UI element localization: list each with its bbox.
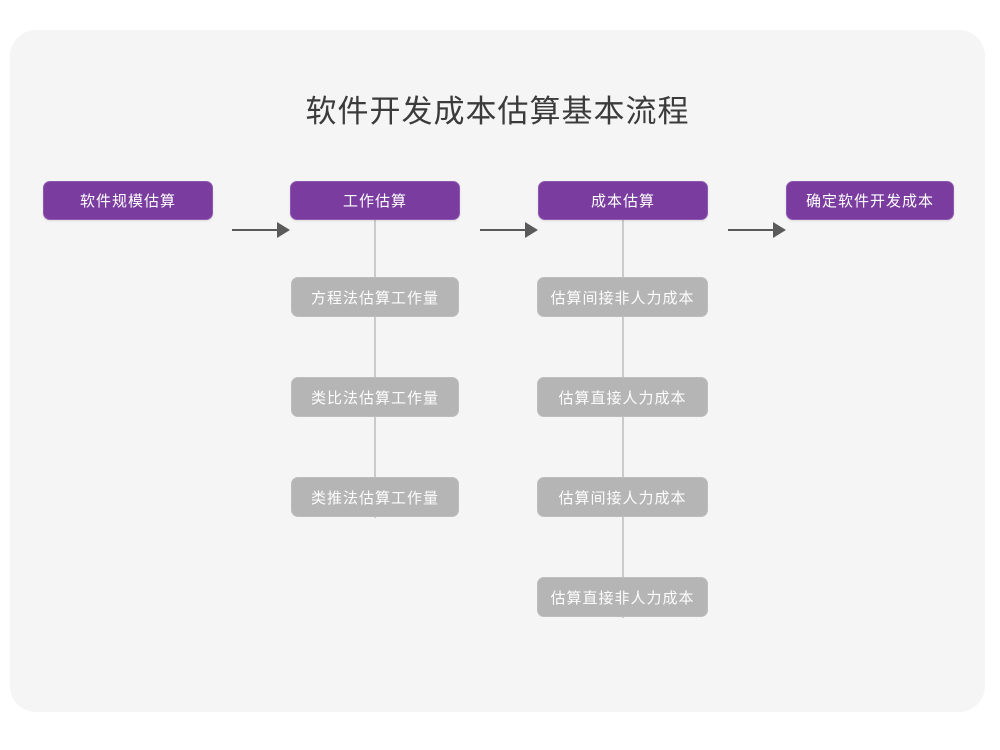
arrow-right-icon-1 — [232, 218, 290, 242]
sub-node-direct-labor-cost[interactable]: 估算直接人力成本 — [537, 377, 708, 417]
stage-label: 成本估算 — [590, 193, 655, 210]
sub-node-direct-nonlabor-cost[interactable]: 估算直接非人力成本 — [537, 577, 708, 617]
connector-stage-2 — [374, 219, 376, 518]
sub-label: 估算间接人力成本 — [558, 489, 687, 507]
stage-label: 工作估算 — [342, 193, 407, 210]
arrow-head — [773, 222, 786, 238]
sub-label: 估算直接非人力成本 — [550, 589, 695, 607]
sub-node-indirect-nonlabor-cost[interactable]: 估算间接非人力成本 — [537, 277, 708, 317]
stage-label: 确定软件开发成本 — [805, 193, 934, 210]
sub-label: 类推法估算工作量 — [310, 489, 439, 507]
stage-label: 软件规模估算 — [79, 193, 176, 210]
sub-node-inference-method-effort[interactable]: 类推法估算工作量 — [291, 477, 459, 517]
stage-node-determine-development-cost[interactable]: 确定软件开发成本 — [786, 181, 954, 220]
sub-label: 估算直接人力成本 — [558, 389, 687, 407]
sub-node-equation-method-effort[interactable]: 方程法估算工作量 — [291, 277, 459, 317]
arrow-right-icon-3 — [728, 218, 786, 242]
diagram-card: 软件开发成本估算基本流程 软件规模估算 工作估算 成本估算 确定软件开发成本 方… — [10, 30, 985, 712]
sub-node-analogy-method-effort[interactable]: 类比法估算工作量 — [291, 377, 459, 417]
stage-node-cost-estimation[interactable]: 成本估算 — [538, 181, 708, 220]
arrow-head — [277, 222, 290, 238]
arrow-head — [525, 222, 538, 238]
stage-node-effort-estimation[interactable]: 工作估算 — [290, 181, 460, 220]
connector-stage-3 — [622, 219, 624, 618]
sub-label: 方程法估算工作量 — [310, 289, 439, 307]
sub-label: 类比法估算工作量 — [310, 389, 439, 407]
arrow-right-icon-2 — [480, 218, 538, 242]
page-title: 软件开发成本估算基本流程 — [305, 94, 690, 129]
arrow-shaft — [480, 229, 528, 231]
stage-node-software-scale-estimation[interactable]: 软件规模估算 — [43, 181, 213, 220]
sub-label: 估算间接非人力成本 — [550, 289, 695, 307]
sub-node-indirect-labor-cost[interactable]: 估算间接人力成本 — [537, 477, 708, 517]
arrow-shaft — [728, 229, 776, 231]
arrow-shaft — [232, 229, 280, 231]
